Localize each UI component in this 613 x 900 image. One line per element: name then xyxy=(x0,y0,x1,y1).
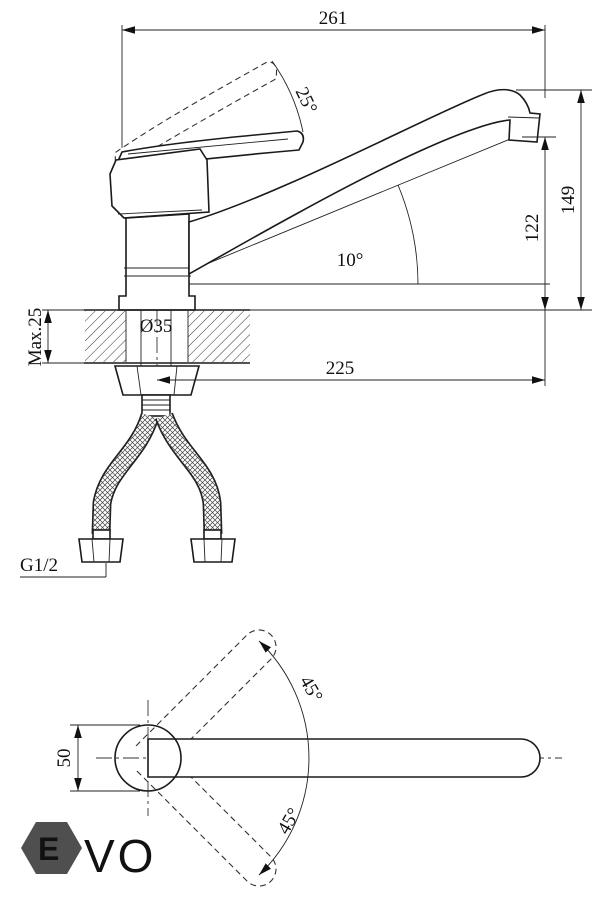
logo-mark: E xyxy=(38,831,59,867)
spout-plan xyxy=(147,738,541,778)
hose-connector-left xyxy=(78,529,124,563)
lock-nut xyxy=(113,365,201,396)
mixer-head xyxy=(109,148,210,219)
brand-logo: E VO xyxy=(21,822,156,882)
handle-swivel-down-dashed xyxy=(135,745,277,887)
hatch-left xyxy=(85,311,126,362)
dim-hole-diameter-label: Ø35 xyxy=(140,316,173,337)
dim-height-spout: 122 xyxy=(522,136,556,310)
dim-mount-thickness: Max.25 xyxy=(25,308,84,367)
logo-text: VO xyxy=(84,830,156,882)
dim-base-diameter: 50 xyxy=(54,724,140,792)
side-view: 261 25° 10° 149 122 Max.25 Ø35 xyxy=(20,8,592,578)
dim-height-total: 149 xyxy=(516,89,592,310)
dim-50-label: 50 xyxy=(54,749,75,768)
dim-overall-length: 261 xyxy=(121,8,546,148)
hose-connector-right xyxy=(190,529,236,563)
hose-right xyxy=(155,412,223,535)
dim-thread-size: G1/2 xyxy=(20,555,107,578)
handle-swivel-up-dashed xyxy=(135,629,277,771)
base-circle xyxy=(114,724,182,792)
spout xyxy=(188,88,541,276)
spout-angle-reference xyxy=(157,129,550,285)
hatch-right xyxy=(188,311,250,362)
dim-g12-label: G1/2 xyxy=(20,555,58,576)
mounting-hardware xyxy=(113,365,201,417)
dim-122-label: 122 xyxy=(522,214,543,243)
counter-section xyxy=(84,309,592,366)
faucet-body xyxy=(118,213,196,311)
dim-225-label: 225 xyxy=(326,358,355,379)
lever-angle-arc xyxy=(271,60,304,133)
dim-max25-label: Max.25 xyxy=(25,308,46,367)
dim-spout-reach: 225 xyxy=(157,310,546,386)
dim-261-label: 261 xyxy=(319,8,348,29)
threaded-shank xyxy=(141,394,171,417)
swivel-arc xyxy=(258,640,310,876)
hose-left xyxy=(91,412,160,535)
dim-25deg-label: 25° xyxy=(291,84,322,117)
dim-10deg-label: 10° xyxy=(337,250,364,271)
logo-hexagon xyxy=(21,822,82,874)
dim-149-label: 149 xyxy=(558,186,579,215)
dim-45deg-up-label: 45° xyxy=(295,672,326,706)
aerator-line xyxy=(507,116,540,119)
